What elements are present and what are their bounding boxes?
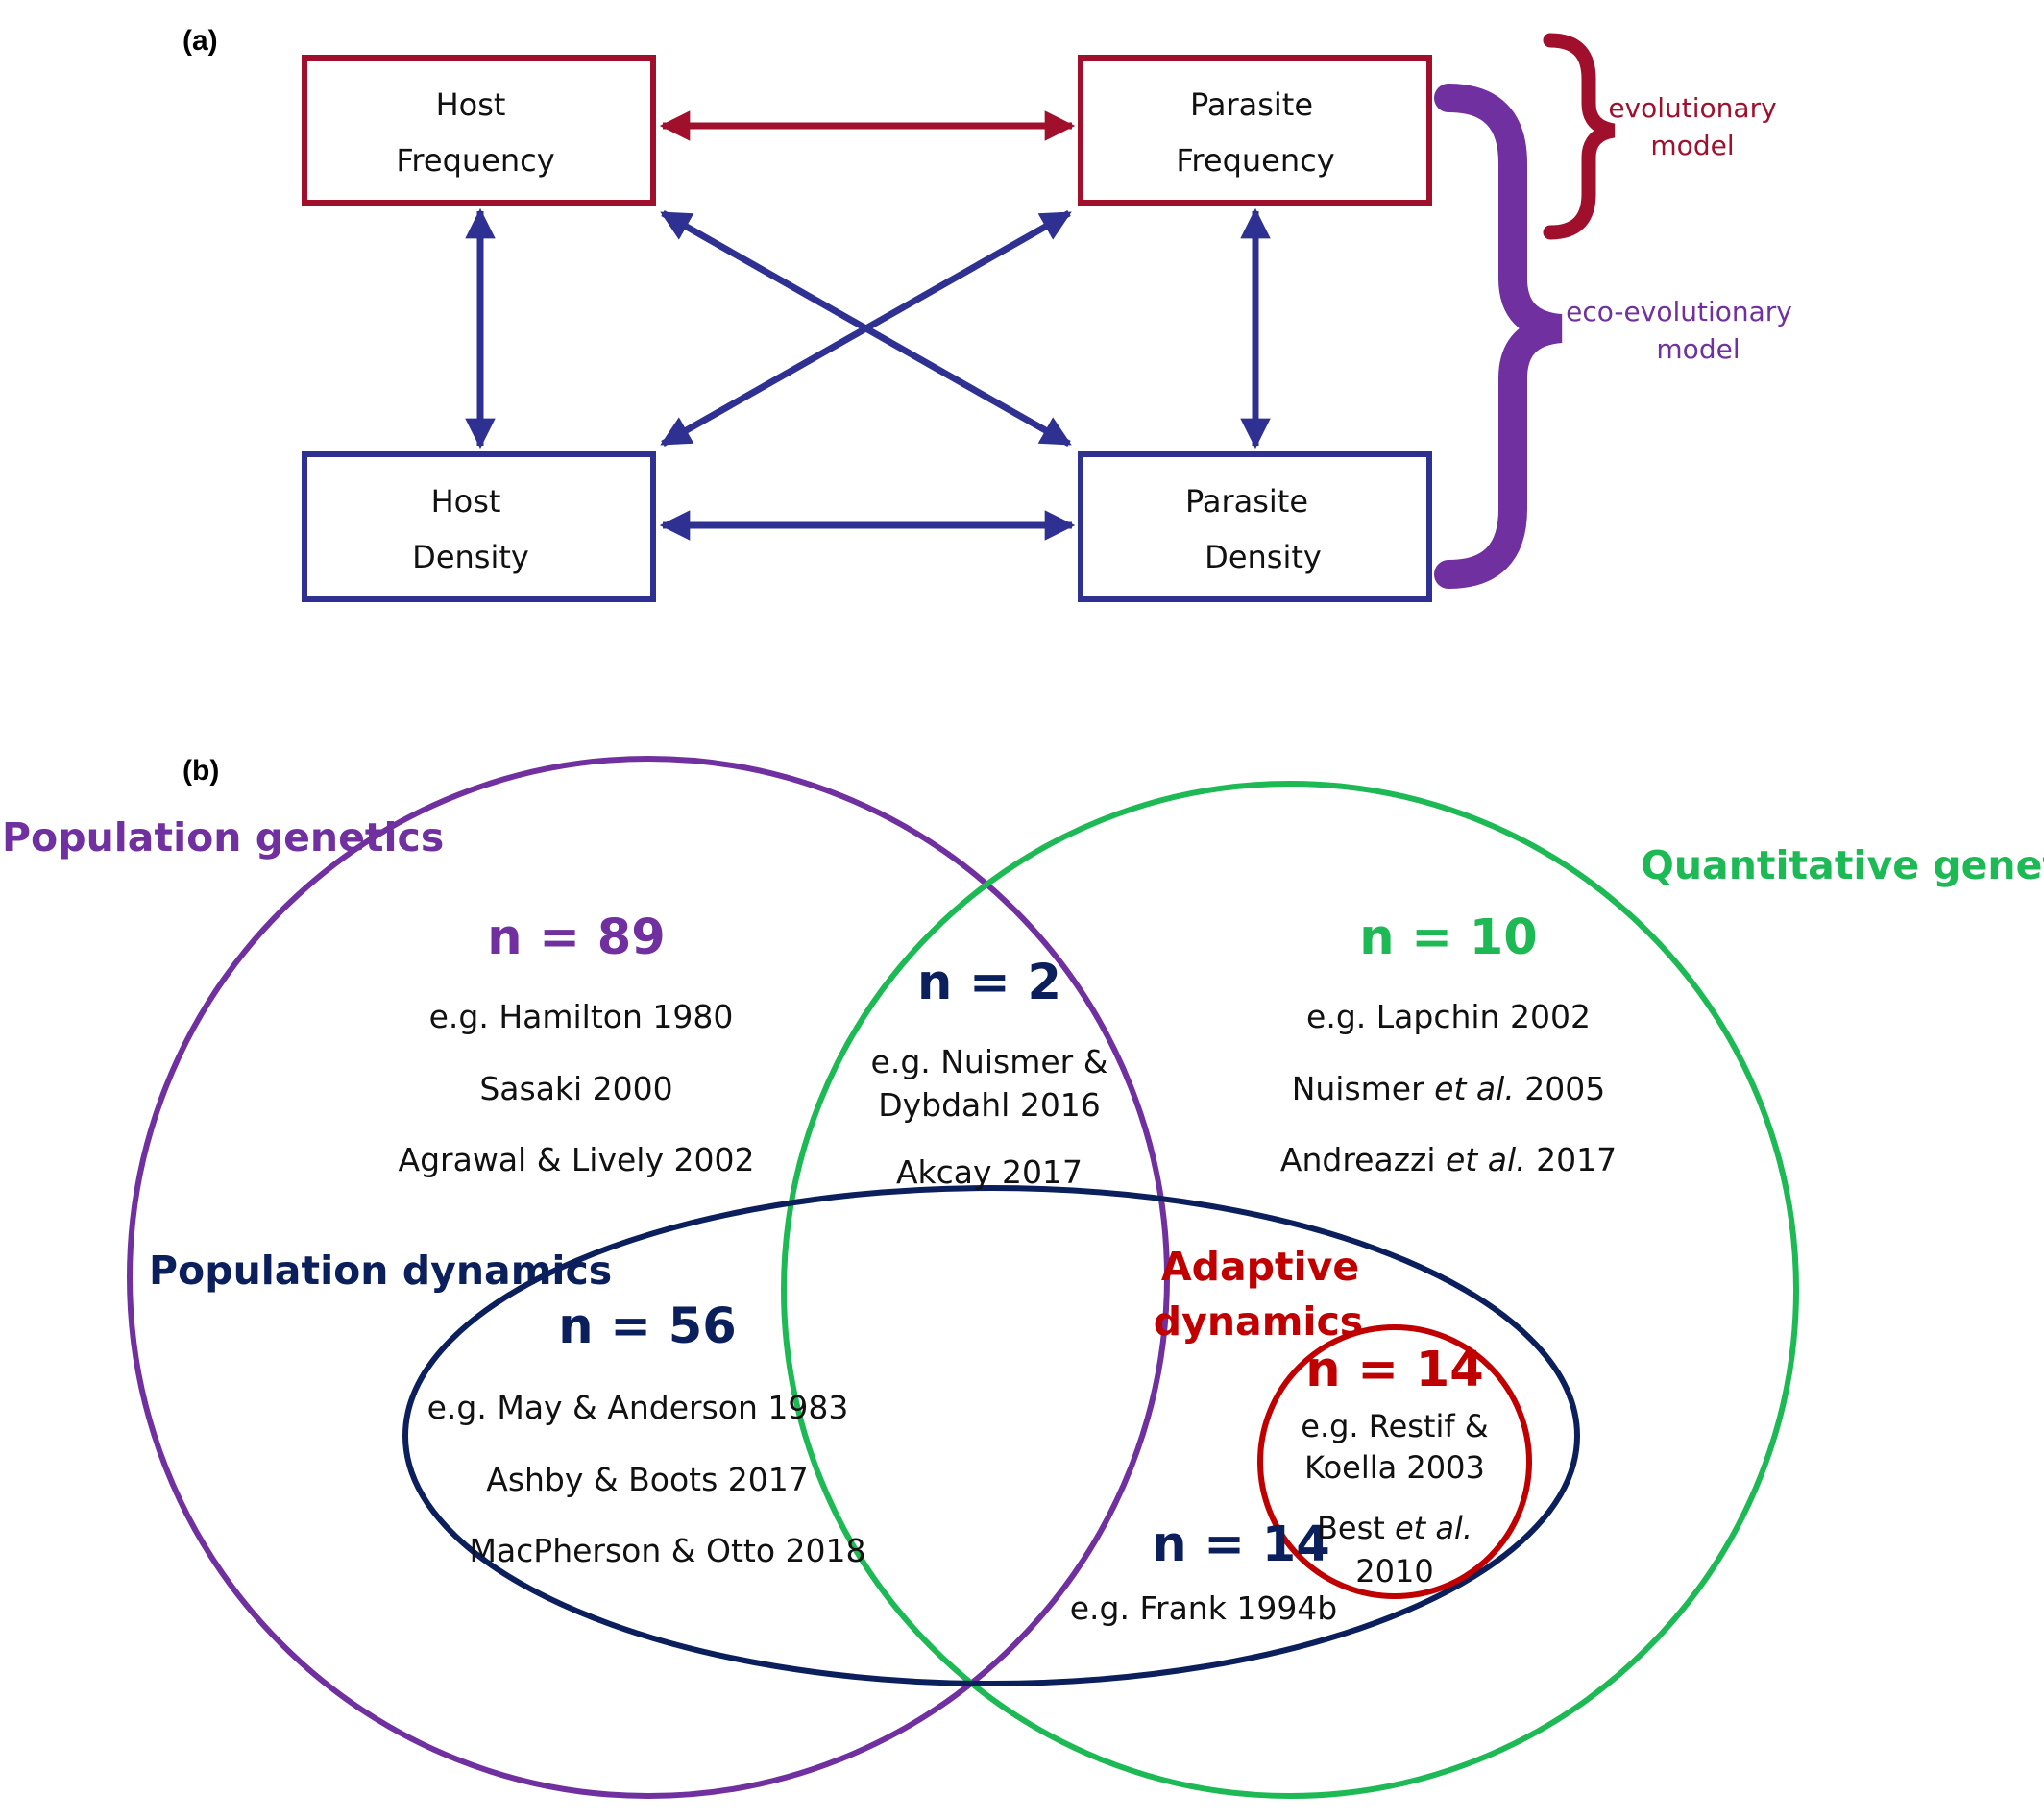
adaptive-dynamics-ref-3: Best et al. <box>1317 1510 1472 1546</box>
quantitative-genetics-title: Quantitative genetics <box>1641 842 2044 888</box>
population-genetics-ref-2: Sasaki 2000 <box>479 1070 672 1107</box>
quantgen-popdyn-count: n = 14 <box>1152 1516 1330 1573</box>
ref-2-etal: et al. <box>1434 1070 1515 1107</box>
eco-evolutionary-model-line-2: model <box>1656 333 1740 365</box>
overlap-ref-1: e.g. Nuismer & <box>871 1043 1108 1080</box>
population-dynamics-ellipse <box>402 1185 1580 1686</box>
adaptive-dynamics-ref-1: e.g. Restif & <box>1301 1408 1489 1444</box>
population-genetics-title: Population genetics <box>2 814 444 861</box>
quantitative-genetics-ref-3: Andreazzi et al. 2017 <box>1280 1141 1617 1178</box>
overlap-ref-2: Dybdahl 2016 <box>878 1086 1101 1124</box>
ref-3-etal: et al. <box>1446 1141 1526 1178</box>
quantitative-genetics-ref-1: e.g. Lapchin 2002 <box>1306 998 1591 1035</box>
panel-b-label: (b) <box>182 755 219 787</box>
parasite-frequency-line-1: Parasite <box>1190 86 1313 123</box>
population-dynamics-count: n = 56 <box>558 1298 737 1355</box>
panel-a: (a) Host Frequency Parasite Frequency Ho… <box>182 25 1792 602</box>
quantitative-genetics-count: n = 10 <box>1359 910 1538 966</box>
adaptive-dynamics-ref-4: 2010 <box>1355 1553 1433 1589</box>
host-frequency-line-2: Frequency <box>396 142 554 179</box>
quantgen-popdyn-ref-1: e.g. Frank 1994b <box>1070 1589 1338 1627</box>
ref-2-author: Nuismer <box>1292 1070 1434 1107</box>
adaptive-dynamics-title-line-1: Adaptive <box>1161 1244 1359 1290</box>
parasite-density-line-1: Parasite <box>1185 483 1308 520</box>
population-genetics-count: n = 89 <box>487 910 666 966</box>
host-density-box: Host Density <box>302 451 656 602</box>
parasite-density-line-2: Density <box>1204 539 1322 575</box>
overlap-ref-3: Akcay 2017 <box>896 1153 1083 1191</box>
ref-3-author: Andreazzi <box>1280 1141 1446 1178</box>
eco-evolutionary-model-brace <box>1434 84 1563 589</box>
ad-ref-3-author: Best <box>1317 1510 1395 1546</box>
quantitative-genetics-ref-2: Nuismer et al. 2005 <box>1292 1070 1606 1107</box>
parasite-frequency-line-2: Frequency <box>1176 142 1334 179</box>
population-dynamics-ref-1: e.g. May & Anderson 1983 <box>427 1389 849 1426</box>
ref-3-year: 2017 <box>1526 1141 1617 1178</box>
host-density-line-2: Density <box>412 539 529 575</box>
eco-evolutionary-model-line-1: eco-evolutionary <box>1566 296 1792 327</box>
quantitative-genetics-circle <box>781 781 1799 1799</box>
host-density-line-1: Host <box>431 483 501 520</box>
ad-ref-3-etal: et al. <box>1395 1510 1472 1546</box>
population-genetics-ref-1: e.g. Hamilton 1980 <box>429 998 734 1035</box>
ref-2-year: 2005 <box>1515 1070 1605 1107</box>
evolutionary-model-line-2: model <box>1650 130 1734 161</box>
evolutionary-model-line-1: evolutionary <box>1608 92 1776 124</box>
adaptive-dynamics-count: n = 14 <box>1305 1342 1484 1398</box>
panel-b: (b) Population genetics Quantitative gen… <box>2 755 2044 1799</box>
parasite-density-box: Parasite Density <box>1078 451 1432 602</box>
host-frequency-line-1: Host <box>436 86 506 123</box>
population-genetics-ref-3: Agrawal & Lively 2002 <box>399 1141 755 1178</box>
overlap-count: n = 2 <box>917 955 1061 1011</box>
arrow-parasite-freq-host-density <box>660 209 1072 448</box>
population-dynamics-title: Population dynamics <box>149 1248 612 1294</box>
panel-a-label: (a) <box>182 25 218 57</box>
adaptive-dynamics-ref-2: Koella 2003 <box>1304 1449 1485 1486</box>
parasite-frequency-box: Parasite Frequency <box>1078 55 1432 206</box>
population-dynamics-ref-2: Ashby & Boots 2017 <box>486 1461 809 1498</box>
population-dynamics-ref-3: MacPherson & Otto 2018 <box>469 1532 865 1569</box>
population-genetics-circle <box>127 756 1170 1799</box>
host-frequency-box: Host Frequency <box>302 55 656 206</box>
adaptive-dynamics-title-line-2: dynamics <box>1154 1298 1363 1345</box>
evolutionary-model-brace <box>1543 33 1616 240</box>
adaptive-dynamics-circle <box>1257 1324 1532 1599</box>
